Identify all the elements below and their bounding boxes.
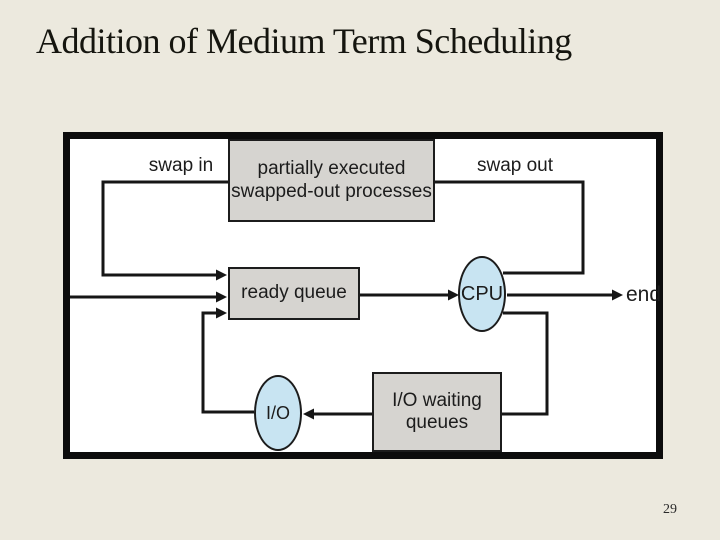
node-ready-queue: ready queue (228, 267, 360, 320)
node-io-waiting-queues: I/O waiting queues (372, 372, 502, 452)
edge-swap-out-line (435, 180, 585, 275)
diagram-edges (70, 180, 623, 420)
arrowhead-into-io (303, 408, 314, 420)
label-swap-out: swap out (476, 155, 554, 176)
node-io: I/O (254, 375, 302, 451)
label-swap-in: swap in (148, 155, 214, 176)
edge-swap-in-line (101, 180, 228, 277)
scheduling-diagram-frame: partially executed swapped-out processes… (63, 132, 663, 459)
arrowhead-swap-in (216, 269, 227, 281)
label-end: end (626, 283, 662, 306)
arrowhead-end (612, 289, 623, 301)
page-number: 29 (663, 502, 677, 517)
arrowhead-io-return (216, 307, 227, 319)
node-swapped-out-processes: partially executed swapped-out processes (228, 139, 435, 222)
slide-title: Addition of Medium Term Scheduling (36, 21, 572, 61)
arrowhead-into-cpu (448, 289, 459, 301)
arrowhead-admit (216, 291, 227, 303)
edge-cpu-to-ioqueue-line (502, 311, 549, 416)
edge-io-return-line (201, 311, 254, 414)
node-cpu: CPU (458, 256, 506, 332)
